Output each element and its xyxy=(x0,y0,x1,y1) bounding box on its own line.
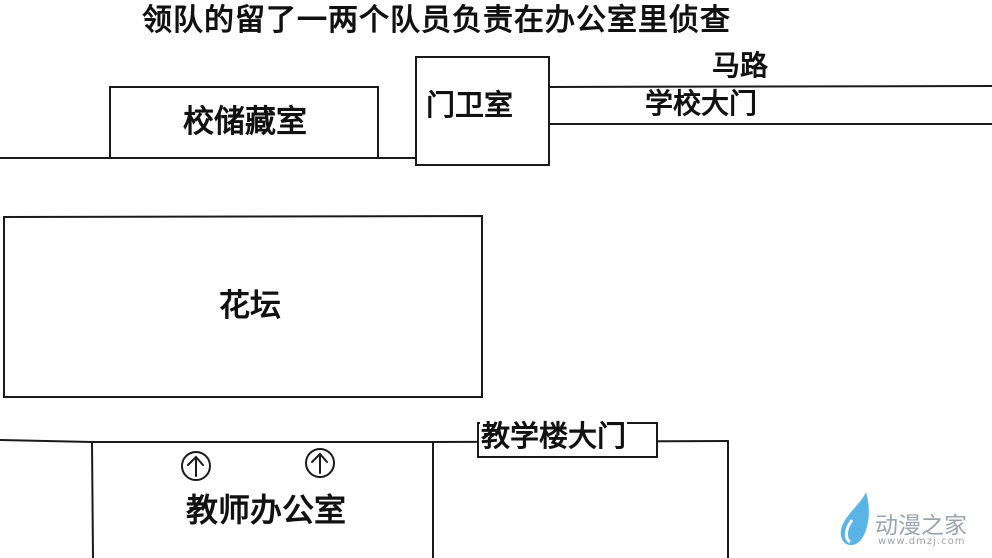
flowerbed-label: 花坛 xyxy=(219,288,281,324)
gate-room-label: 门卫室 xyxy=(426,88,514,122)
storage-room-outline xyxy=(109,86,379,159)
up-arrow-circle-icon xyxy=(181,451,211,481)
road-line-top xyxy=(548,85,992,88)
dmzj-logo-icon xyxy=(840,492,869,546)
flowerbed-outline xyxy=(3,214,483,398)
office-wall-left xyxy=(91,441,94,558)
page-title: 领队的留了一两个队员负责在办公室里侦查 xyxy=(142,3,731,38)
gate-room-outline xyxy=(415,56,550,166)
watermark-url: www.dmzj.com xyxy=(878,536,966,547)
teacher-office-label: 教师办公室 xyxy=(186,491,347,529)
school-gate-label: 学校大门 xyxy=(645,87,758,120)
road-label: 马路 xyxy=(712,49,769,82)
watermark-name: 动漫之家 xyxy=(875,513,967,539)
up-arrow-circle-icon xyxy=(305,448,335,478)
storage-room-label: 校储藏室 xyxy=(183,104,307,140)
building-gate-label: 教学楼大门 xyxy=(480,419,628,453)
